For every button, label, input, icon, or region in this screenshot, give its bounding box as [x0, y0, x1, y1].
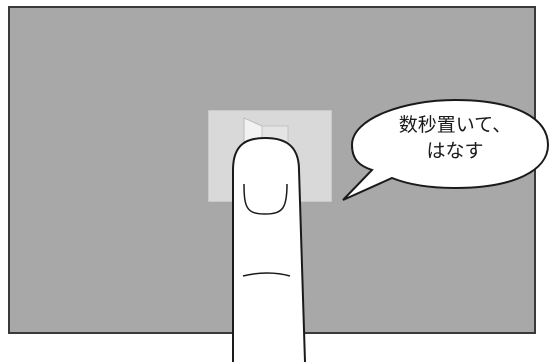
instruction-line-2: はなす — [426, 140, 484, 162]
finger-press-icon — [232, 136, 306, 362]
speech-bubble — [342, 98, 550, 201]
instruction-line-1: 数秒置いて、 — [398, 114, 512, 136]
instruction-callout: 数秒置いて、 はなす — [372, 112, 538, 164]
